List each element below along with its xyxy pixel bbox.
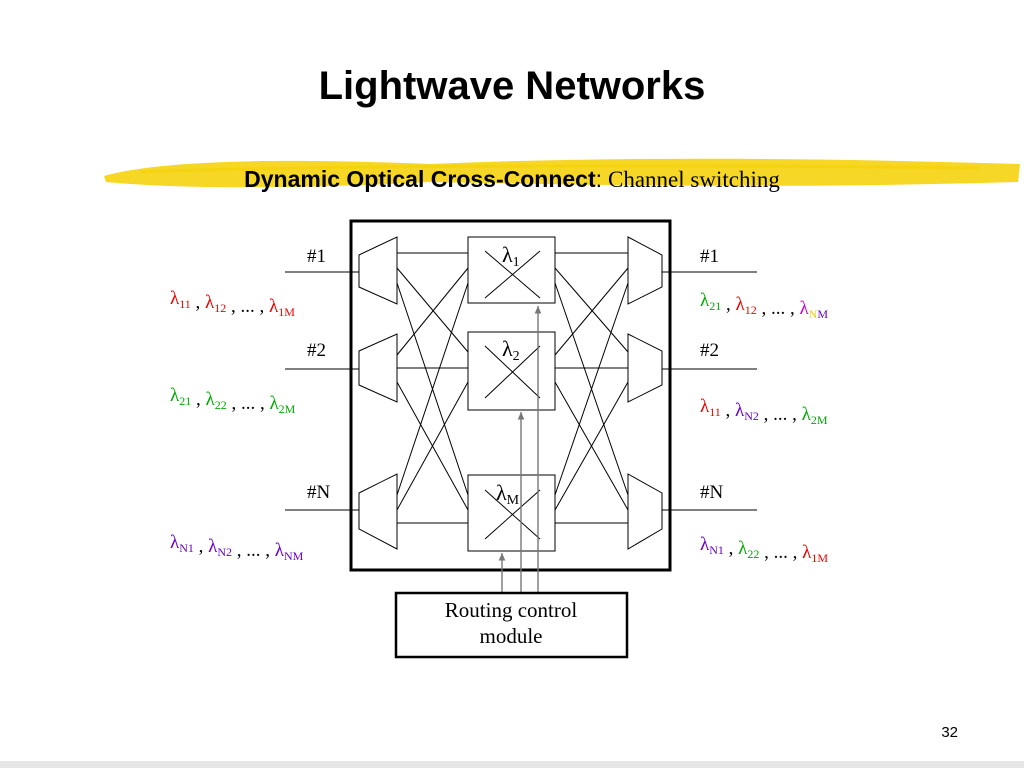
output-channel-label-2: λ11 , λN2 , ... , λ2M	[700, 396, 828, 427]
input-channel-label-1: λ11 , λ12 , ... , λ1M	[170, 288, 295, 319]
channel-labels: λ11 , λ12 , ... , λ1M λ21 , λ22 , ... , λ…	[170, 288, 828, 565]
output-channel-label-3: λN1 , λ22 , ... , λ1M	[700, 534, 828, 565]
interconnect-fibers	[396, 252, 629, 524]
subtitle-separator: :	[595, 166, 602, 192]
input-port-label-1: #1	[307, 246, 326, 267]
output-port-label-2: #2	[700, 340, 719, 361]
switch-label-m: λM	[496, 480, 520, 508]
output-channel-label-1: λ21 , λ12 , ... , λNM	[700, 290, 828, 321]
switch-lambda-1	[467, 236, 556, 304]
multiplexer-2	[627, 333, 663, 403]
cross-connect-enclosure	[349, 219, 672, 572]
switch-label-2: λ2	[502, 336, 520, 364]
switch-label-1: λ1	[502, 242, 520, 270]
bottom-rule	[0, 761, 1024, 768]
input-port-label-2: #2	[307, 340, 326, 361]
output-port-label-n: #N	[700, 482, 724, 503]
slide-subtitle: Dynamic Optical Cross-Connect:Channel sw…	[0, 163, 1024, 199]
highlighter-stroke	[104, 158, 1020, 188]
multiplexer-1	[627, 236, 663, 305]
input-channel-label-3: λN1 , λN2 , ... , λNM	[170, 532, 304, 563]
page-number: 32	[941, 724, 958, 741]
demultiplexer-2	[358, 333, 398, 403]
routing-control-module	[394, 591, 629, 659]
input-port-label-n: #N	[307, 482, 331, 503]
output-port-label-1: #1	[700, 246, 719, 267]
subtitle-bold: Dynamic Optical Cross-Connect	[244, 166, 596, 192]
routing-module-line1: Routing control	[445, 598, 578, 622]
slide-title: Lightwave Networks	[318, 64, 706, 108]
input-channel-label-2: λ21 , λ22 , ... , λ2M	[170, 385, 296, 416]
multiplexer-n	[627, 473, 663, 550]
subtitle-plain: Channel switching	[608, 167, 780, 192]
demultiplexer-n	[358, 473, 398, 550]
demultiplexer-1	[358, 236, 398, 305]
routing-module-line2: module	[480, 624, 543, 648]
